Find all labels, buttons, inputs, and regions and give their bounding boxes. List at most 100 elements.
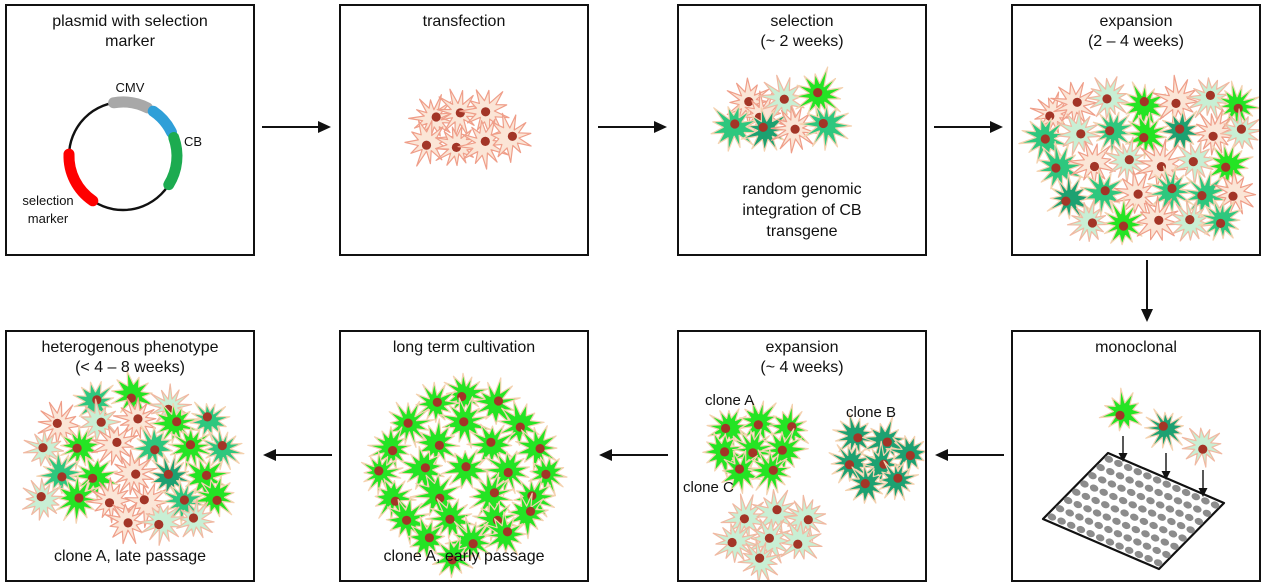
cell bbox=[22, 478, 63, 521]
panel-selection: selection (~ 2 weeks) random genomic int… bbox=[677, 4, 927, 256]
cell bbox=[459, 89, 510, 135]
cell bbox=[1113, 170, 1161, 219]
panel-monoclonal: monoclonal bbox=[1011, 330, 1261, 582]
panel-long-term-title: long term cultivation bbox=[392, 339, 536, 356]
cell bbox=[114, 449, 158, 495]
plasmid-label-cb: CB bbox=[184, 134, 203, 149]
cell bbox=[1152, 74, 1199, 127]
cell bbox=[55, 474, 100, 524]
cell bbox=[431, 537, 476, 579]
cell bbox=[466, 423, 516, 466]
cell bbox=[388, 400, 435, 449]
cell bbox=[130, 425, 173, 470]
plasmid-map bbox=[63, 96, 183, 212]
clone-b-label: clone B bbox=[846, 404, 897, 421]
cell bbox=[22, 428, 65, 467]
plasmid-segment-CB transgene bbox=[163, 132, 183, 191]
cell bbox=[1185, 77, 1232, 123]
panel-long-term-caption: clone A, early passage bbox=[383, 548, 545, 565]
cell bbox=[1136, 195, 1183, 241]
cell-cluster-expansion-1 bbox=[1018, 74, 1259, 246]
clone-a-label: clone A bbox=[705, 392, 755, 409]
cell bbox=[1181, 427, 1223, 468]
cell-cluster-transfection bbox=[404, 88, 532, 170]
cell bbox=[385, 496, 432, 545]
cell bbox=[770, 105, 818, 154]
cell bbox=[176, 498, 215, 539]
cell bbox=[490, 112, 532, 163]
panel-expansion-2-title: expansion (~ 4 weeks) bbox=[760, 339, 844, 377]
plasmid-label-cmv: CMV bbox=[115, 80, 145, 95]
cell bbox=[1090, 107, 1136, 156]
panel-monoclonal-title: monoclonal bbox=[1095, 339, 1177, 356]
cell bbox=[845, 463, 888, 504]
cell bbox=[1217, 80, 1259, 131]
plasmid-label-selection-marker: selection marker bbox=[22, 193, 74, 226]
cell-cluster-clone-a-early bbox=[360, 372, 568, 579]
panel-transfection: transfection bbox=[339, 4, 589, 256]
cell bbox=[1169, 199, 1212, 242]
cell bbox=[878, 460, 920, 501]
cell bbox=[1158, 109, 1201, 153]
plasmid-segment-blue element bbox=[147, 105, 177, 138]
cell-cluster-selection bbox=[710, 66, 853, 154]
cell bbox=[90, 425, 139, 466]
cell bbox=[1098, 387, 1143, 432]
arrow-selection-to-expansion-icon bbox=[934, 121, 1003, 133]
cell bbox=[1219, 108, 1259, 150]
arrow-transfection-to-selection-icon bbox=[598, 121, 667, 133]
cell bbox=[497, 399, 545, 446]
cell bbox=[189, 401, 231, 442]
panel-plasmid-title: plasmid with selection marker bbox=[52, 13, 208, 51]
cell bbox=[1066, 198, 1112, 242]
cell bbox=[778, 521, 823, 560]
cell bbox=[1086, 76, 1131, 120]
panel-expansion-1-title: expansion (2 – 4 weeks) bbox=[1087, 13, 1185, 51]
cell bbox=[1181, 170, 1231, 218]
cell-cluster-clone-a-late bbox=[22, 370, 245, 546]
panel-expansion-1: expansion (2 – 4 weeks) bbox=[1011, 4, 1261, 256]
cell bbox=[712, 520, 760, 563]
panel-selection-caption: random genomic integration of CB transge… bbox=[742, 181, 862, 240]
cell bbox=[1196, 198, 1243, 241]
arrow-expansion-to-monoclonal-icon bbox=[1141, 260, 1153, 322]
clone-c-label: clone C bbox=[683, 479, 734, 496]
plasmid-segment-CMV promoter bbox=[108, 96, 153, 114]
panel-expansion-2: expansion (~ 4 weeks) clone A clone B cl… bbox=[677, 330, 927, 582]
cell bbox=[1056, 110, 1102, 156]
cell bbox=[104, 502, 145, 545]
cell bbox=[407, 515, 446, 561]
panel-long-term-cultivation: long term cultivation clone A, early pas… bbox=[339, 330, 589, 582]
cell bbox=[737, 538, 783, 580]
cell bbox=[862, 416, 907, 466]
cell bbox=[374, 478, 417, 523]
cell bbox=[515, 425, 558, 472]
panel-heterogenous-title: heterogenous phenotype (< 4 – 8 weeks) bbox=[41, 339, 219, 377]
cell bbox=[483, 511, 527, 556]
cell bbox=[740, 107, 791, 152]
cell bbox=[138, 504, 185, 546]
panel-heterogenous-phenotype: heterogenous phenotype (< 4 – 8 weeks) c… bbox=[5, 330, 255, 582]
panel-plasmid: plasmid with selection marker CMV CB sel… bbox=[5, 4, 255, 256]
arrow-expansion2-to-longterm-icon bbox=[599, 449, 668, 461]
cell bbox=[440, 448, 493, 490]
cell bbox=[1102, 197, 1147, 246]
panel-transfection-title: transfection bbox=[422, 13, 506, 30]
plasmid-segment-selection marker bbox=[63, 148, 99, 207]
cell bbox=[747, 449, 792, 496]
arrow-longterm-to-heterogenous-icon bbox=[263, 449, 332, 461]
cell bbox=[1104, 136, 1151, 185]
cell bbox=[472, 377, 521, 426]
cell bbox=[404, 119, 453, 167]
cell bbox=[1172, 141, 1217, 187]
cell bbox=[439, 396, 492, 449]
cell bbox=[751, 489, 799, 535]
cell bbox=[79, 398, 122, 443]
cell bbox=[149, 402, 201, 445]
cell bbox=[1144, 408, 1184, 451]
cell bbox=[415, 381, 460, 423]
cell bbox=[469, 470, 515, 521]
cell bbox=[86, 477, 132, 524]
cell bbox=[200, 425, 245, 471]
